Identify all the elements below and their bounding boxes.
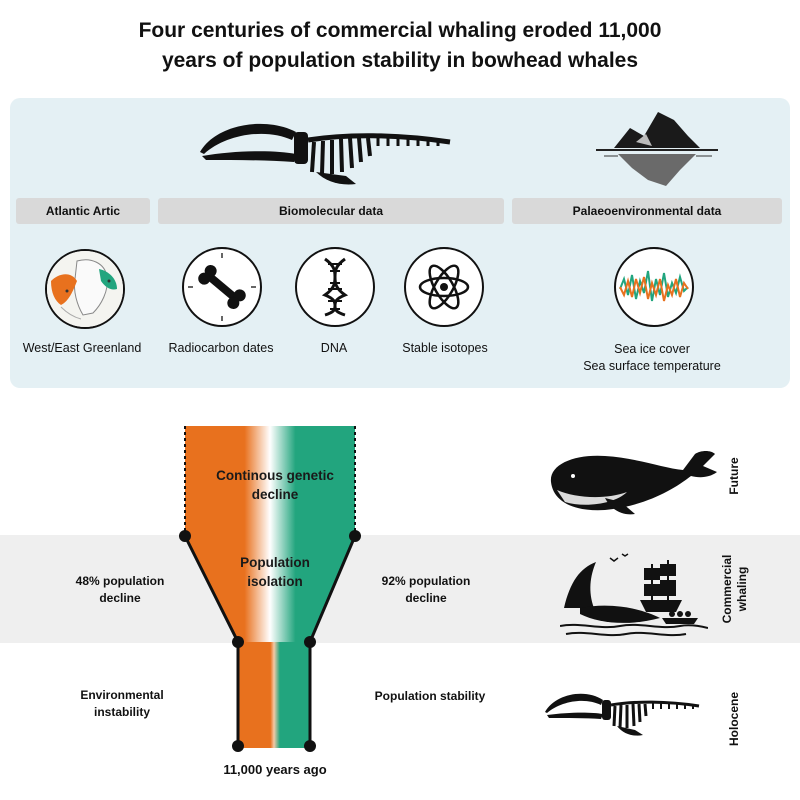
funnel-top-line-2: decline — [251, 487, 299, 502]
period-commercial-line-1: Commercial — [720, 554, 734, 624]
funnel-mid-line-2: isolation — [247, 574, 303, 589]
title-line-1: Four centuries of commercial whaling ero… — [138, 19, 662, 42]
env-line-2: instability — [93, 705, 150, 719]
title-line-2: years of population stability in bowhead… — [161, 49, 639, 72]
funnel-mid-line-1: Population — [240, 555, 310, 570]
greenland-map-icon — [45, 249, 125, 329]
left-decline-line-2: decline — [99, 591, 141, 605]
whaling-ship-icon — [560, 553, 708, 637]
right-decline-label: 92% population decline — [356, 573, 496, 607]
page-title: Four centuries of commercial whaling ero… — [0, 16, 800, 76]
period-commercial-whaling: Commercial whaling — [720, 549, 750, 629]
period-holocene: Holocene — [727, 692, 741, 747]
iceberg-icon — [596, 112, 718, 186]
funnel-genetic-decline: Continous genetic decline — [195, 466, 355, 504]
population-funnel — [179, 426, 361, 752]
caption-dna: DNA — [320, 341, 348, 355]
header-palaeo: Palaeoenvironmental data — [512, 198, 782, 224]
bone-icon — [182, 247, 262, 327]
dna-helix-icon — [295, 247, 375, 327]
period-commercial-line-2: whaling — [735, 566, 749, 612]
header-biomolecular: Biomolecular data — [158, 198, 504, 224]
whale-skeleton-icon — [200, 123, 451, 185]
funnel-top-line-1: Continous genetic — [216, 468, 334, 483]
environmental-instability-label: Environmental instability — [52, 687, 192, 721]
bowhead-whale-icon — [550, 451, 717, 515]
whale-skeleton-icon — [545, 693, 700, 736]
caption-radiocarbon: Radiocarbon dates — [168, 341, 274, 355]
caption-palaeo: Sea ice cover Sea surface temperature — [562, 341, 742, 375]
population-stability-label: Population stability — [374, 689, 486, 703]
funnel-population-isolation: Population isolation — [195, 553, 355, 591]
caption-greenland: West/East Greenland — [22, 341, 142, 355]
caption-isotopes: Stable isotopes — [402, 341, 488, 355]
left-decline-line-1: 48% population — [75, 574, 165, 588]
funnel-time-label: 11,000 years ago — [223, 762, 327, 777]
env-line-1: Environmental — [80, 688, 164, 702]
period-future: Future — [727, 457, 741, 495]
header-region: Atlantic Artic — [16, 198, 150, 224]
climate-signal-icon — [614, 247, 694, 327]
caption-sea-ice: Sea ice cover — [614, 342, 690, 356]
caption-sst: Sea surface temperature — [583, 359, 721, 373]
left-decline-label: 48% population decline — [50, 573, 190, 607]
atom-icon — [404, 247, 484, 327]
right-decline-line-2: decline — [405, 591, 447, 605]
right-decline-line-1: 92% population — [381, 574, 471, 588]
